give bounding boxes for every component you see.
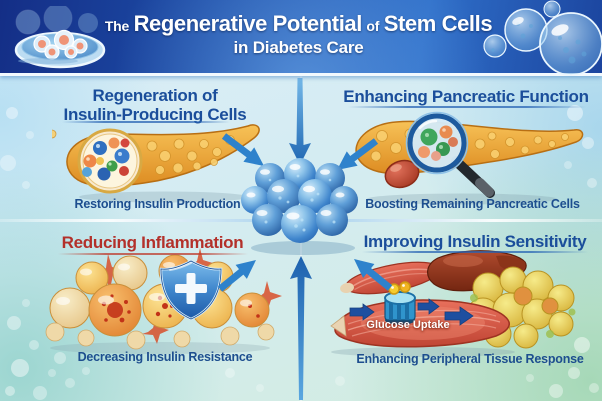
glucose-uptake-label: Glucose Uptake [366,319,450,331]
pancreas-islet-icon [52,124,260,203]
inflammation-heading: Reducing Inflammation [61,233,244,252]
quadrant-regeneration-heading: Regeneration of Insulin-Producing Cells [30,86,280,124]
insulin-sensitivity-underline [362,251,588,253]
bubble-texture-icon [0,105,599,400]
petri-dish-icon [14,6,106,69]
title-banner [0,0,602,76]
bubble-icon [483,0,602,76]
pancreatic-function-caption: Boosting Remaining Pancreatic Cells [365,197,580,211]
page-title: The Regenerative Potential of Stem Cells… [90,11,507,58]
flow-arrow-icon [349,298,474,326]
title-line2: in Diabetes Care [233,38,364,57]
insulin-sensitivity-heading: Improving Insulin Sensitivity [363,232,587,251]
insulin-sensitivity-caption: Enhancing Peripheral Tissue Response [356,352,584,366]
title-emphasis: Stem Cells [383,11,493,36]
title-line1: The Regenerative Potential of Stem Cells [90,11,507,37]
regeneration-caption: Restoring Insulin Production [74,197,241,211]
glucose-transporter-icon [384,281,416,325]
pancreatic-function-underline [348,106,586,108]
shield-cross-icon [159,259,223,321]
regeneration-underline [62,121,230,123]
title-main: Regenerative Potential [133,11,363,36]
inflamed-cells-icon [45,248,282,354]
inflammation-underline [58,253,248,255]
title-connector: of [366,18,380,34]
regeneration-heading-line1: Regeneration of [92,86,218,105]
pancreatic-function-heading: Enhancing Pancreatic Function [343,87,589,106]
pancreas-magnifier-icon [355,111,584,205]
regeneration-heading-line2: Insulin-Producing Cells [63,105,247,125]
muscle-liver-fat-icon [330,250,576,357]
title-prefix: The [104,18,130,34]
stem-cell-cluster-icon [241,158,358,255]
inflammation-caption: Decreasing Insulin Resistance [77,350,253,364]
